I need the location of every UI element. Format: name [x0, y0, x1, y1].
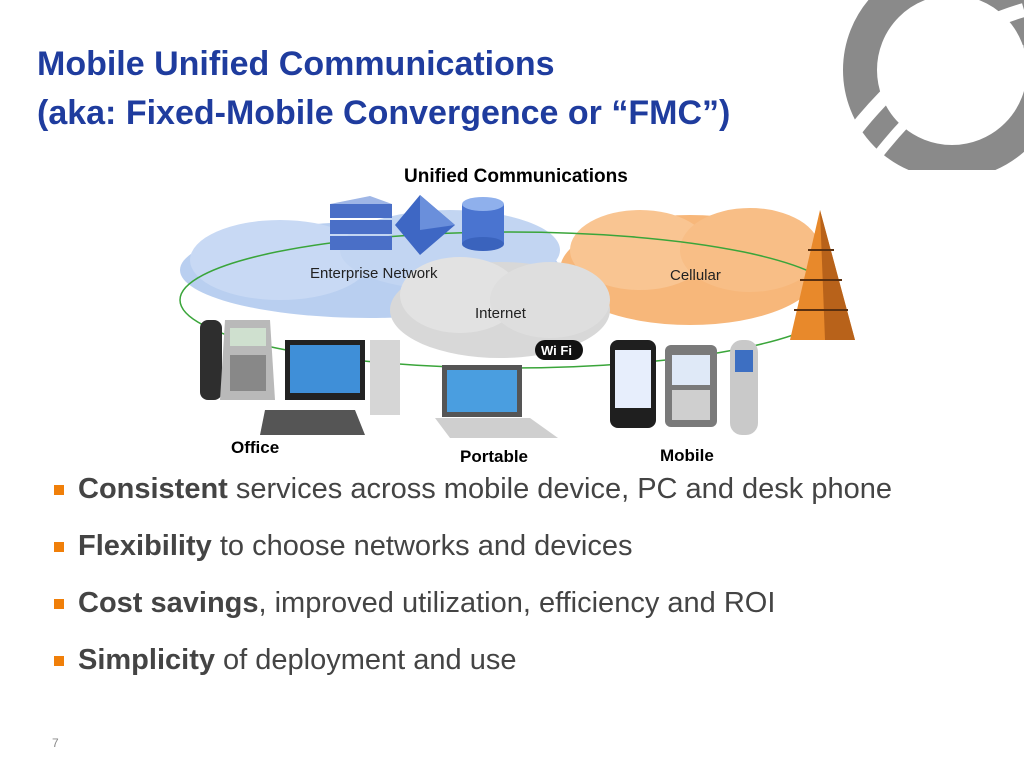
bullet-item: Consistent services across mobile device…: [52, 472, 972, 507]
wifi-badge-icon: [535, 340, 583, 360]
bullet-item: Flexibility to choose networks and devic…: [52, 529, 972, 564]
internet-label: Internet: [475, 305, 527, 322]
flip-phone-icon: [730, 340, 758, 435]
cell-tower-icon: [790, 210, 855, 340]
bullet-bold-text: Cost savings: [78, 587, 259, 619]
brand-logo-icon: [840, 0, 1024, 170]
server-stack-icon: [330, 196, 392, 250]
cellular-label: Cellular: [670, 267, 721, 284]
network-diagram: Wi Fi Enterprise Network Cellular Intern…: [179, 195, 855, 438]
bullet-bold-text: Flexibility: [78, 530, 212, 562]
slide-title-line-2: (aka: Fixed-Mobile Convergence or “FMC”): [37, 94, 731, 132]
bullet-bold-text: Simplicity: [78, 644, 215, 676]
bullet-rest-text: to choose networks and devices: [211, 530, 633, 562]
desk-phone-icon: [200, 320, 275, 400]
bullet-rest-text: services across mobile device, PC and de…: [227, 473, 892, 505]
bullet-item: Cost savings, improved utilization, effi…: [52, 586, 972, 621]
enterprise-network-label: Enterprise Network: [310, 265, 438, 282]
portable-label: Portable: [460, 447, 529, 466]
router-diamond-icon: [395, 195, 455, 255]
blackberry-phone-icon: [665, 345, 717, 427]
bullet-list: Consistent services across mobile device…: [52, 472, 972, 700]
bullet-rest-text: , improved utilization, efficiency and R…: [258, 587, 776, 619]
desktop-computer-icon: [260, 340, 400, 435]
mobile-label: Mobile: [660, 446, 714, 465]
laptop-icon: [435, 365, 558, 438]
page-number: 7: [52, 736, 59, 750]
bullet-rest-text: of deployment and use: [215, 644, 517, 676]
slide-title-line-1: Mobile Unified Communications: [37, 45, 555, 83]
bullet-bold-text: Consistent: [78, 473, 228, 505]
unified-communications-label: Unified Communications: [404, 166, 628, 187]
office-label: Office: [231, 438, 280, 457]
cellular-cloud: [560, 208, 820, 325]
smartphone-icon: [610, 340, 656, 428]
wifi-badge-text: Wi Fi: [541, 343, 572, 358]
bullet-item: Simplicity of deployment and use: [52, 643, 972, 678]
internet-cloud: [390, 257, 610, 358]
database-icon: [462, 197, 504, 251]
